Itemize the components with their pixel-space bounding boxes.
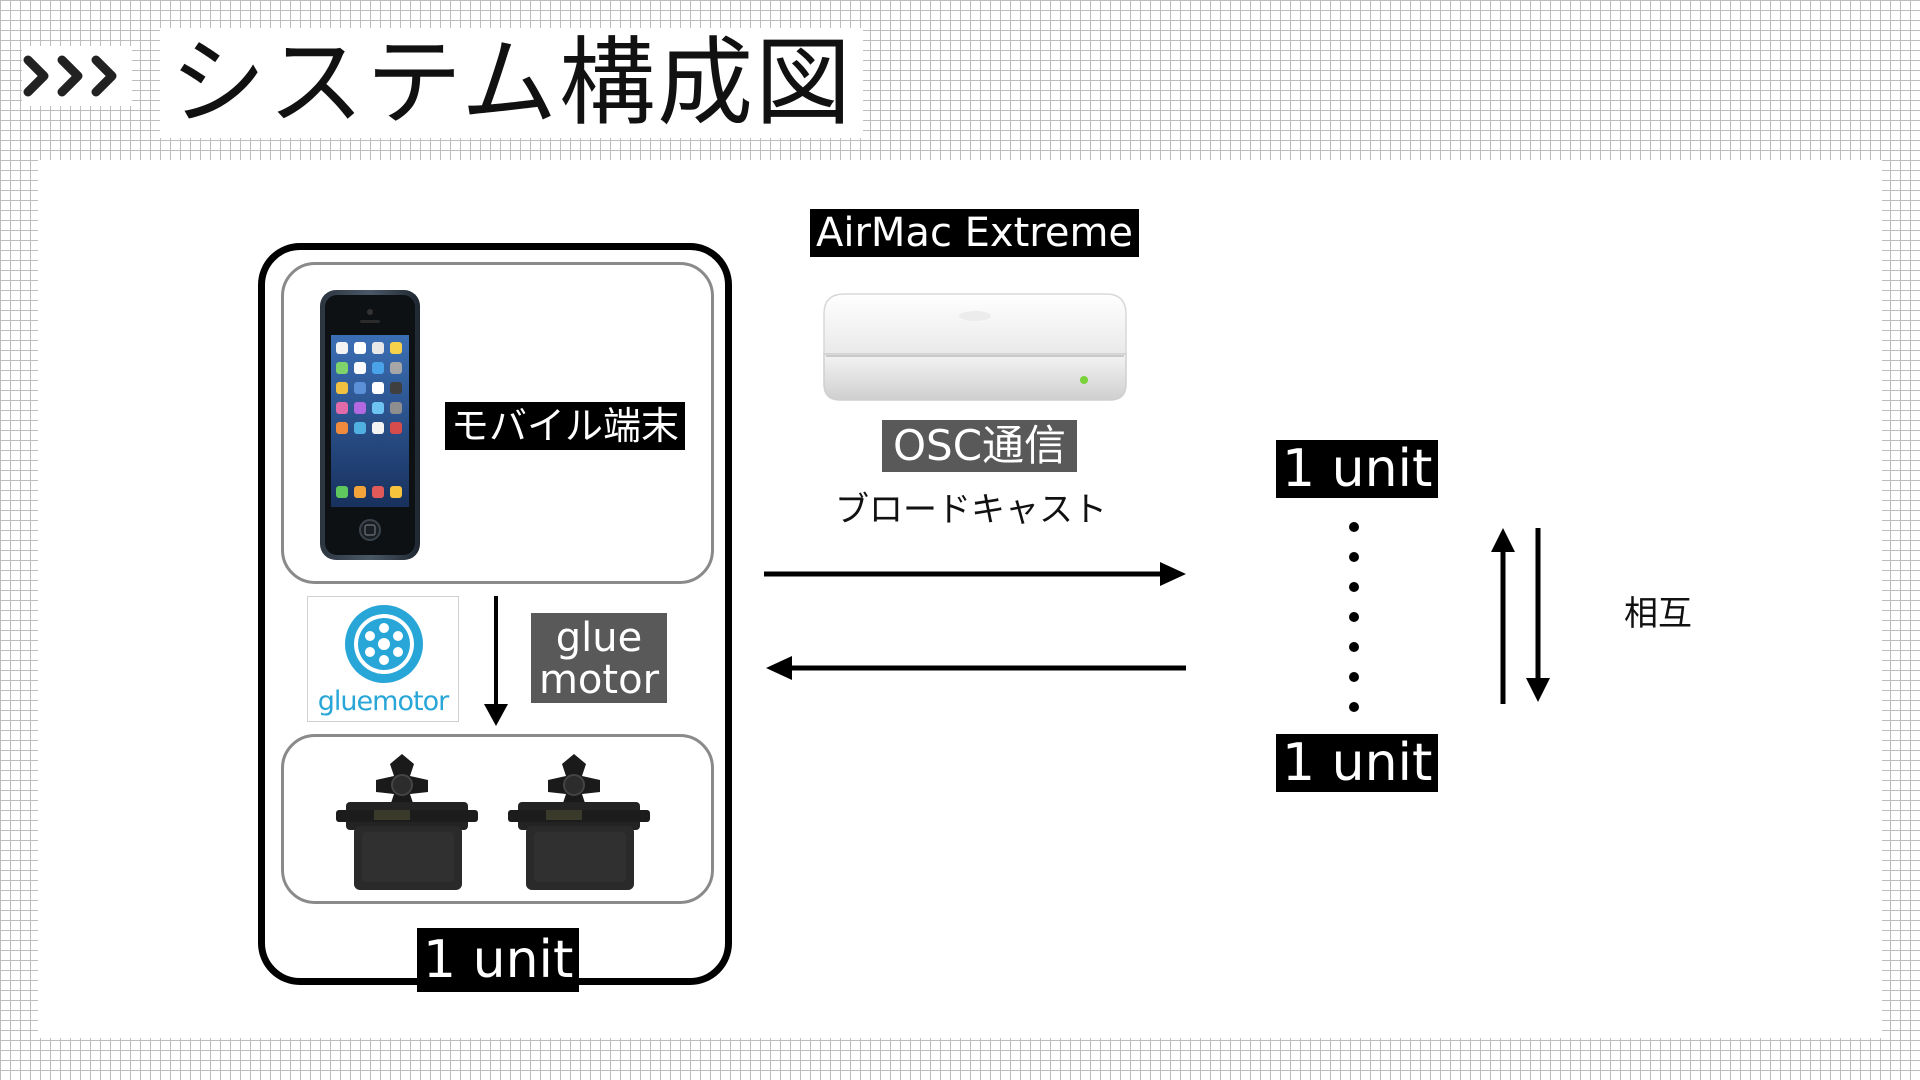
airmac-extreme-image (823, 293, 1127, 401)
arrow-up-icon (1491, 528, 1515, 704)
arrow-left-icon (766, 656, 1186, 680)
chevron-triple-icon (22, 46, 132, 106)
router-label: AirMac Extreme (810, 209, 1140, 257)
mutual-label: 相互 (1624, 594, 1692, 634)
protocol-label: OSC通信 (882, 420, 1077, 472)
glue-label-line2: motor (538, 657, 660, 703)
arrow-down-icon (484, 596, 508, 726)
servo-motor-image (508, 754, 650, 890)
remote-unit-bottom-label: 1 unit (1276, 734, 1439, 792)
remote-unit-top-label: 1 unit (1276, 440, 1439, 498)
ipod-touch-image (320, 290, 420, 560)
title-bar: システム構成図 (0, 0, 1920, 138)
ellipsis-dots (1349, 522, 1359, 712)
gluemotor-mark-icon (345, 605, 423, 683)
glue-motor-label: glue motor (531, 613, 667, 703)
servo-motor-image (336, 754, 478, 890)
unit-label: 1 unit (417, 928, 580, 992)
arrow-down-icon (1526, 528, 1550, 702)
glue-label-line1: glue (555, 615, 643, 661)
gluemotor-logo: gluemotor (307, 596, 459, 722)
page-title: システム構成図 (160, 28, 864, 138)
gluemotor-wordmark: gluemotor (317, 686, 449, 717)
mobile-device-label: モバイル端末 (445, 402, 686, 450)
broadcast-label: ブロードキャスト (835, 490, 1107, 530)
arrow-right-icon (764, 562, 1186, 586)
